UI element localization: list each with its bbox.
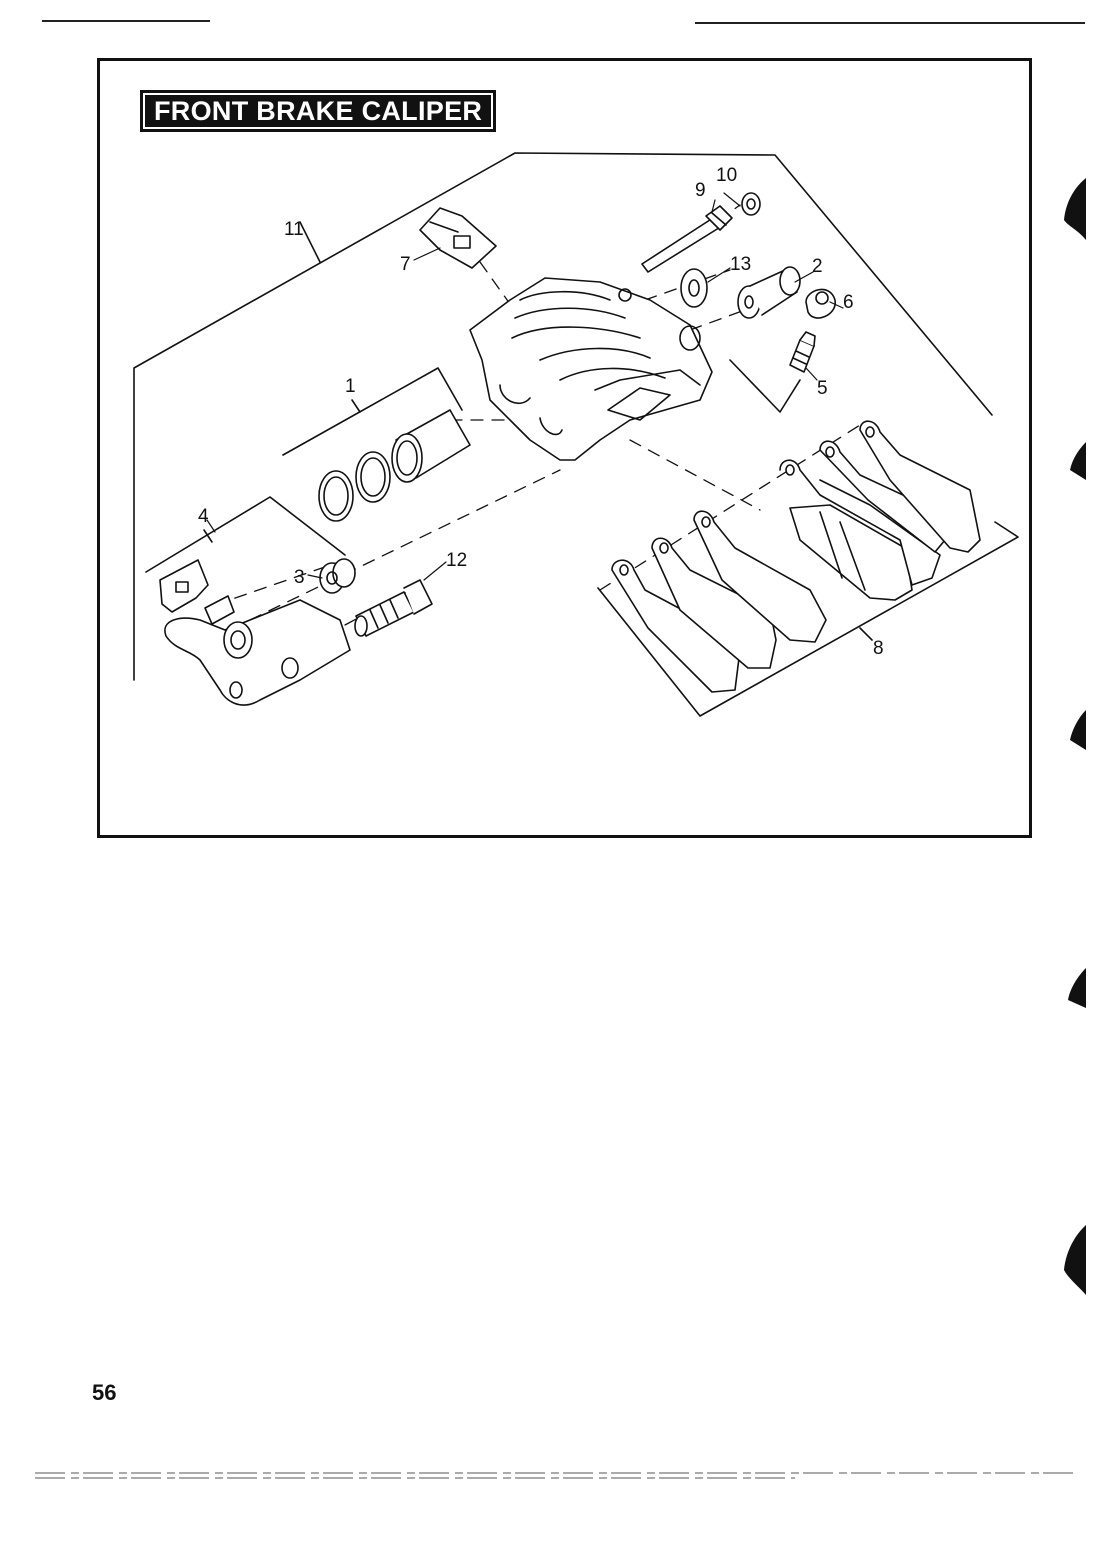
callout-label: 8: [873, 638, 884, 659]
page-number: 56: [92, 1380, 117, 1405]
exploded-view-diagram: 1 2 3 4 5 6 7 8 9 10 11 12 13: [133, 152, 1019, 717]
pin-boot: [319, 558, 356, 594]
caliper-body: [469, 277, 713, 461]
pad-spring: [419, 207, 497, 269]
figure-frame: [97, 58, 1032, 838]
callout-label: 1: [345, 376, 356, 397]
pad-bracket: [597, 521, 1019, 717]
callout-labels: 1 2 3 4 5 6 7 8 9 10 11 12 13: [198, 165, 884, 659]
bracket-group-5: [729, 359, 801, 413]
binder-tab-marks: [1064, 178, 1086, 1295]
callout-label: 7: [400, 254, 411, 275]
callout-label: 5: [817, 378, 828, 399]
piston: [391, 409, 471, 483]
bleeder-cap: [805, 288, 836, 319]
bracket-group-4: [145, 496, 346, 573]
callout-label: 6: [843, 292, 854, 313]
diagram-title: FRONT BRAKE CALIPER: [140, 90, 497, 132]
washer: [680, 268, 708, 308]
callout-label: 9: [695, 180, 706, 201]
scan-footer-noise: [35, 1472, 1075, 1479]
header-rule-left: [42, 20, 210, 22]
caliper-bushing: [737, 266, 801, 319]
pin-bushing: [741, 192, 761, 216]
header-rule-right: [695, 22, 1085, 24]
tab-mark-2: [1070, 442, 1086, 480]
retaining-spring: [159, 559, 209, 613]
tab-mark-3: [1070, 710, 1086, 750]
piston-bracket: [282, 367, 463, 456]
caliper-bracket: [164, 595, 351, 706]
callout-label: 12: [446, 550, 467, 571]
tab-mark-5: [1064, 1225, 1086, 1295]
callout-label: 2: [812, 256, 823, 277]
callout-label: 4: [198, 506, 209, 527]
tab-mark-4: [1068, 968, 1086, 1008]
callout-label: 10: [716, 165, 737, 186]
callout-label: 11: [284, 219, 304, 240]
tab-mark-1: [1064, 178, 1086, 240]
assembly-bracket: [133, 152, 993, 681]
leader-lines: [206, 192, 844, 581]
piston-seals: [318, 451, 391, 522]
callout-label: 3: [294, 567, 305, 588]
bleeder-valve: [789, 331, 816, 373]
mounting-bolt: [354, 579, 433, 637]
brake-pads: [611, 420, 981, 693]
callout-label: 13: [730, 254, 751, 275]
guide-pin: [641, 205, 733, 273]
